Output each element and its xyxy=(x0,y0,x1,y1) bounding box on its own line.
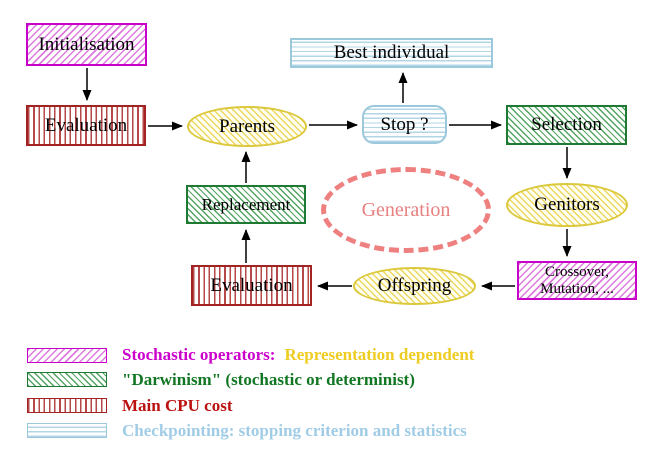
node-evaluation-bottom-label: Evaluation xyxy=(210,274,293,296)
node-evaluation-top: Evaluation xyxy=(26,105,146,146)
node-crossover-line2: Mutation, ... xyxy=(540,280,614,297)
node-offspring: Offspring xyxy=(353,267,476,305)
node-initialisation: Initialisation xyxy=(26,23,147,66)
generation-loop-ellipse: Generation xyxy=(321,167,491,253)
node-stop: Stop ? xyxy=(362,105,447,144)
legend-text-representation-dependent: Representation dependent xyxy=(284,345,475,364)
node-selection: Selection xyxy=(506,105,627,145)
node-best-individual-label: Best individual xyxy=(333,42,450,64)
legend-label-checkpointing: Checkpointing: stopping criterion and st… xyxy=(122,421,467,441)
legend-swatch-darwinism xyxy=(27,372,107,387)
generation-label: Generation xyxy=(361,198,451,221)
node-genitors-label: Genitors xyxy=(534,194,600,216)
legend-text-stochastic-operators: Stochastic operators: xyxy=(122,345,276,364)
node-replacement-label: Replacement xyxy=(201,194,291,214)
node-stop-label: Stop ? xyxy=(380,113,429,135)
legend-swatch-checkpointing xyxy=(27,423,107,438)
legend-label-darwinism: "Darwinism" (stochastic or determinist) xyxy=(122,370,415,390)
node-crossover-mutation: Crossover, Mutation, ... xyxy=(517,261,637,300)
node-offspring-label: Offspring xyxy=(377,275,452,297)
legend-label-cpu-cost: Main CPU cost xyxy=(122,396,232,416)
node-evaluation-bottom: Evaluation xyxy=(191,265,312,306)
node-replacement: Replacement xyxy=(186,185,306,224)
legend-text-checkpointing: Checkpointing: stopping criterion and st… xyxy=(122,421,467,440)
legend-swatch-stochastic xyxy=(27,348,107,363)
legend-text-cpu-cost: Main CPU cost xyxy=(122,396,233,415)
node-selection-label: Selection xyxy=(531,114,602,136)
legend-label-stochastic: Stochastic operators: Representation depe… xyxy=(122,345,474,365)
node-evaluation-top-label: Evaluation xyxy=(44,114,128,136)
legend-swatch-cpu-cost xyxy=(27,398,107,413)
node-genitors: Genitors xyxy=(506,183,628,227)
legend-text-darwinism: "Darwinism" (stochastic or determinist) xyxy=(122,370,415,389)
node-parents: Parents xyxy=(187,106,307,147)
node-parents-label: Parents xyxy=(219,115,275,137)
node-crossover-line1: Crossover, xyxy=(545,263,609,280)
node-best-individual: Best individual xyxy=(290,38,493,68)
node-initialisation-label: Initialisation xyxy=(38,33,135,55)
